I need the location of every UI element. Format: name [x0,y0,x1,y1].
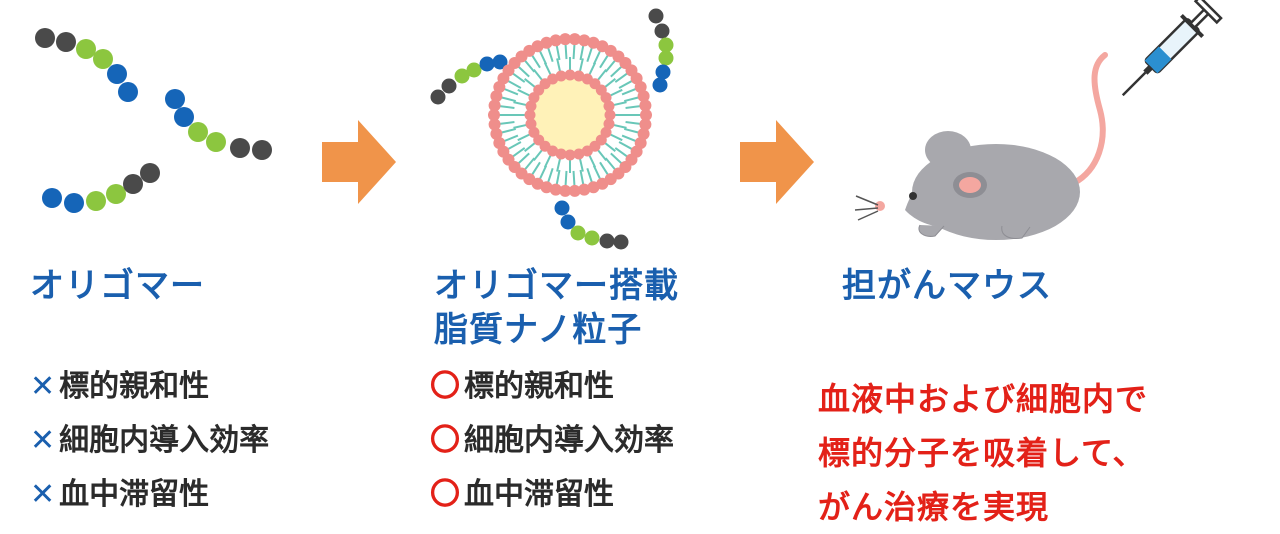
lipid-head-icon [578,183,591,196]
lipid-head-icon [578,34,591,47]
oligomer-bead-icon [570,225,586,241]
oligomer-strand-icon [42,163,160,213]
lipid-head-icon [564,69,576,81]
lipid-head-icon [525,118,537,130]
lipid-head-icon [600,92,612,104]
oligomer-strand-icon [165,89,272,160]
lipid-head-icon [490,127,503,140]
lipid-head-icon [540,36,553,49]
list-item: ✕細胞内導入効率 [30,423,270,458]
cross-mark-icon: ✕ [30,423,56,458]
oligomer-group-icon [35,28,272,213]
lipid-head-icon [587,181,600,194]
oligomer-bead-icon [466,62,482,78]
lipid-head-icon [639,118,652,131]
result-text: 血液中および細胞内で 標的分子を吸着して、 がん治療を実現 [818,380,1149,526]
oligomer-bead-icon [658,50,674,66]
lipid-head-icon [603,118,615,130]
lipid-head-icon [568,33,581,46]
oligomer-bead-icon [599,233,615,249]
lipid-head-icon [573,148,585,160]
lipid-nanoparticle-icon [430,8,674,250]
circle-mark-icon: 〇 [430,477,460,512]
lipid-head-icon [524,109,536,121]
lipid-head-icon [490,90,503,103]
lipid-head-icon [581,145,593,157]
lipid-head-icon [564,149,576,161]
oligomer-bead-icon [430,89,446,105]
oligomer-bead-icon [454,68,470,84]
mouse-icon [854,52,1108,240]
panel-title-nanoparticle: オリゴマー搭載 脂質ナノ粒子 [434,266,679,350]
lipid-head-icon [528,126,540,138]
syringe-icon [1121,0,1223,97]
lipid-head-icon [634,81,647,94]
lipid-head-icon [637,127,650,140]
lipid-head-icon [555,70,567,82]
lipid-head-icon [488,109,500,121]
lipid-head-icon [604,109,616,121]
panel-title-mouse: 担がんマウス [842,266,1052,306]
oligomer-bead-icon [560,214,576,230]
oligomer-bead-icon [554,200,570,216]
lipid-head-icon [639,99,652,112]
circle-mark-icon: 〇 [430,423,460,458]
lipid-head-icon [549,34,562,47]
lipid-head-icon [559,33,572,46]
lipid-head-icon [493,136,506,149]
arrow-right-icon [322,120,396,204]
oligomer-bead-icon [613,234,629,250]
lipid-head-icon [547,73,559,85]
lipid-head-icon [488,118,501,131]
lipid-head-icon [525,100,537,112]
lipid-head-icon [637,90,650,103]
list-item: ✕標的親和性 [30,369,210,404]
property-list-oligomer: ✕標的親和性 ✕細胞内導入効率 ✕血中滞留性 [30,360,269,522]
cross-mark-icon: ✕ [30,477,56,512]
lipid-head-icon [573,70,585,82]
lipid-head-icon [640,109,652,121]
oligomer-bead-icon [648,8,664,24]
lipid-head-icon [488,99,501,112]
oligomer-bead-icon [479,56,495,72]
list-item: ✕血中滞留性 [30,477,210,512]
oligomer-bead-icon [584,230,600,246]
oligomer-bead-icon [658,37,674,53]
cross-mark-icon: ✕ [30,369,56,404]
oligomer-strand-icon [35,28,138,102]
lipid-head-icon [603,100,615,112]
lipid-head-icon [559,184,572,197]
oligomer-bead-icon [654,23,670,39]
list-item: 〇標的親和性 [430,369,614,404]
oligomer-bead-icon [492,54,508,70]
lipid-head-icon [555,148,567,160]
circle-mark-icon: 〇 [430,369,460,404]
oligomer-bead-icon [652,77,668,93]
oligomer-bead-icon [655,64,671,80]
arrow-right-icon [740,120,814,204]
lipid-head-icon [549,183,562,196]
lipid-head-icon [568,184,581,197]
list-item: 〇血中滞留性 [430,477,614,512]
property-list-nanoparticle: 〇標的親和性 〇細胞内導入効率 〇血中滞留性 [430,360,674,522]
panel-title-oligomer: オリゴマー [30,266,205,306]
oligomer-bead-icon [441,78,457,94]
list-item: 〇細胞内導入効率 [430,423,674,458]
